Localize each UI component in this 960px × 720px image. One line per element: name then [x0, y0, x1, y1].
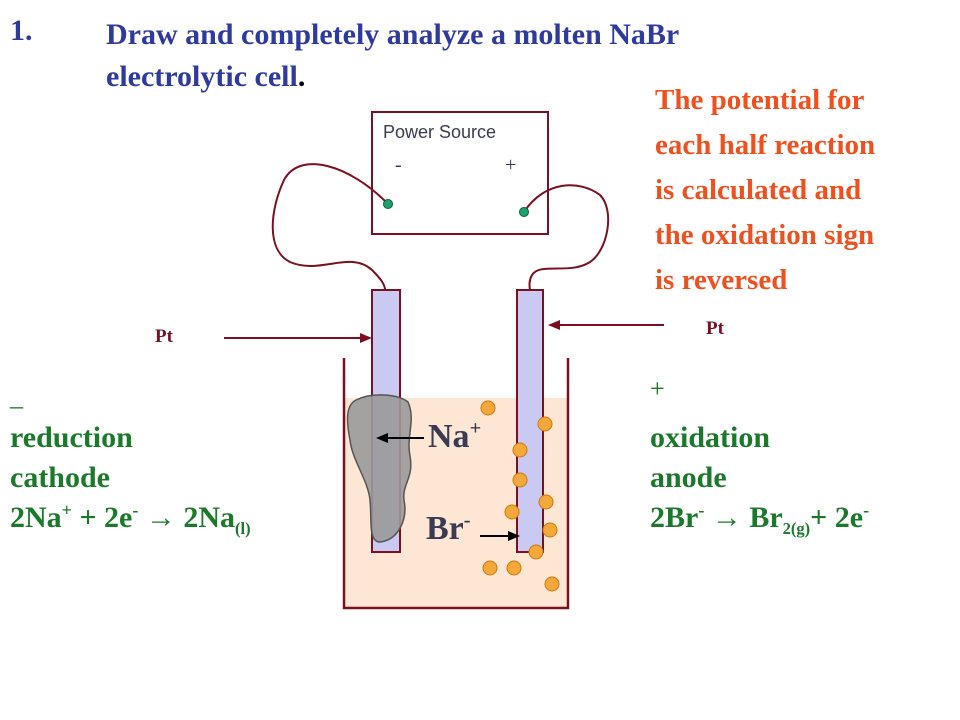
left-electrode-label: Pt — [155, 326, 173, 347]
potential-note: The potential for each half reaction is … — [655, 78, 955, 303]
sodium-deposit — [346, 394, 412, 543]
cathode-eq-part: → 2Na — [138, 501, 236, 534]
left-pt-arrowhead — [360, 333, 372, 343]
anode-eq-sup: - — [863, 500, 870, 520]
cathode-eq-part: + 2e — [71, 501, 133, 534]
cathode-half-reaction: 2Na+ + 2e- → 2Na(l) — [10, 498, 251, 538]
anode-name: anode — [650, 461, 727, 494]
anode-half-reaction: 2Br- → Br2(g)+ 2e- — [650, 498, 869, 538]
right-pt-arrowhead — [548, 320, 560, 330]
anode-eq-sub: 2(g) — [782, 519, 811, 538]
cation-arrowhead — [376, 433, 388, 443]
cathode-process: reduction — [10, 421, 133, 454]
anode-eq-sup: - — [698, 500, 705, 520]
power-source-label: Power Source — [383, 122, 497, 142]
left-wire — [271, 163, 389, 293]
bromine-bubble — [544, 576, 560, 592]
bromine-bubble — [542, 522, 558, 538]
cathode-sign: _ — [10, 382, 23, 411]
question-line-2-period: . — [297, 60, 306, 93]
bromine-bubble — [537, 416, 553, 432]
cathode-eq-sub: (l) — [235, 519, 251, 538]
note-line: the oxidation sign — [655, 219, 875, 251]
anode-eq-part: 2Br — [650, 501, 699, 534]
anode-eq-part: → Br — [704, 501, 783, 534]
sodium-ion-symbol: Na — [428, 418, 470, 455]
anode-eq-part: + 2e — [810, 501, 864, 534]
bromine-bubble — [512, 472, 528, 488]
bromine-bubble — [482, 560, 498, 576]
note-line: is reversed — [655, 264, 788, 296]
cathode-block: reduction cathode 2Na+ + 2e- → 2Na(l) — [10, 418, 251, 538]
bromide-ion-label: Br- — [426, 510, 471, 548]
sodium-ion-charge: + — [469, 417, 482, 440]
bromide-ion-symbol: Br — [426, 510, 464, 547]
bromine-bubble — [528, 544, 544, 560]
question-line-2-text: electrolytic cell — [106, 60, 298, 93]
bromine-bubble — [538, 494, 554, 510]
question-number: 1. — [10, 14, 33, 47]
cathode-eq-part: 2Na — [10, 501, 62, 534]
anion-arrowhead — [508, 531, 520, 541]
note-line: each half reaction — [655, 129, 876, 161]
cathode-eq-sup: + — [61, 500, 72, 520]
cathode-eq-sup: - — [132, 500, 139, 520]
anode-block: oxidation anode 2Br- → Br2(g)+ 2e- — [650, 418, 869, 538]
question-line-1: Draw and completely analyze a molten NaB… — [106, 18, 680, 51]
power-source-plus: + — [505, 154, 517, 176]
sodium-ion-label: Na+ — [428, 418, 481, 456]
bromine-bubbles — [480, 400, 560, 592]
anode-process: oxidation — [650, 421, 771, 454]
bromine-bubble — [512, 442, 528, 458]
right-wire — [523, 184, 610, 293]
anode-sign: + — [650, 374, 665, 403]
bromine-bubble — [506, 560, 522, 576]
bromine-bubble — [480, 400, 496, 416]
note-line: is calculated and — [655, 174, 862, 206]
cathode-name: cathode — [10, 461, 110, 494]
positive-terminal — [519, 207, 529, 217]
right-electrode-label: Pt — [706, 318, 724, 339]
question-text: Draw and completely analyze a molten NaB… — [106, 14, 846, 98]
bromine-bubble — [504, 504, 520, 520]
power-source-box — [371, 111, 549, 235]
negative-terminal — [383, 199, 393, 209]
beaker — [342, 358, 570, 610]
power-source-minus: - — [395, 154, 402, 176]
bromide-ion-charge: - — [463, 509, 471, 532]
question-line-2: electrolytic cell. — [106, 56, 846, 98]
note-line: The potential for — [655, 84, 865, 116]
